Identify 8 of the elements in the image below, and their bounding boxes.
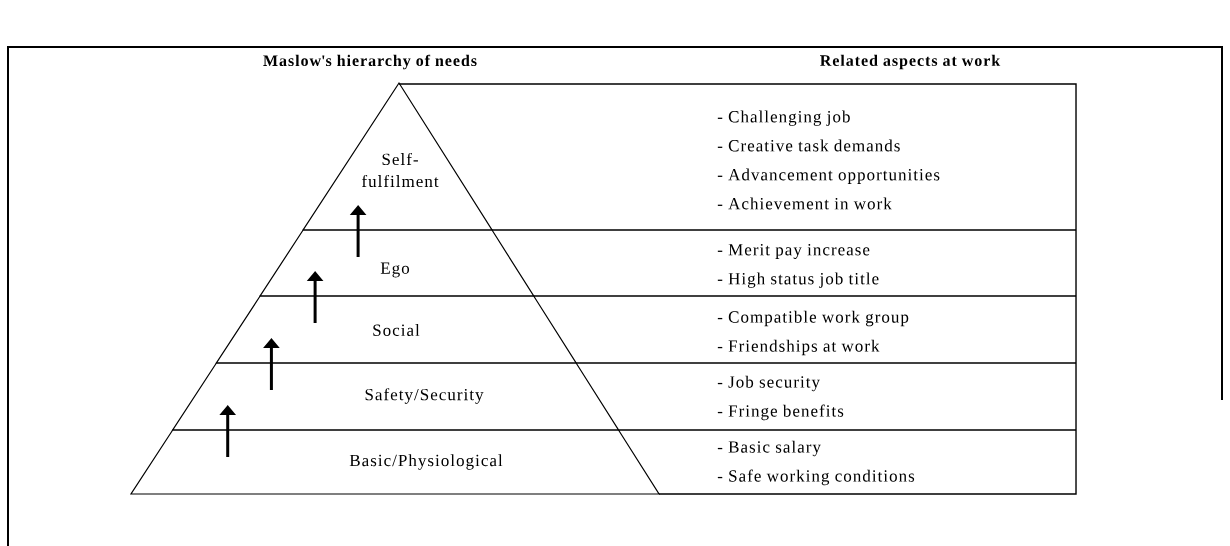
column-heading: Related aspects at work xyxy=(820,54,1001,70)
aspect-list: - Challenging job - Creative task demands - Advancement opportunities - Achievement in work xyxy=(717,110,940,210)
aspect-list: - Compatible work group - Friendships at work xyxy=(717,310,909,356)
aspect-list: - Merit pay increase - High status job title xyxy=(717,244,879,288)
pyramid-level: Social xyxy=(215,295,578,364)
aspect-list: - Basic salary - Safe working conditions xyxy=(717,440,915,486)
aspect-list: - Job security - Fringe benefits xyxy=(717,375,844,421)
pyramid-level: Ego xyxy=(259,229,535,297)
